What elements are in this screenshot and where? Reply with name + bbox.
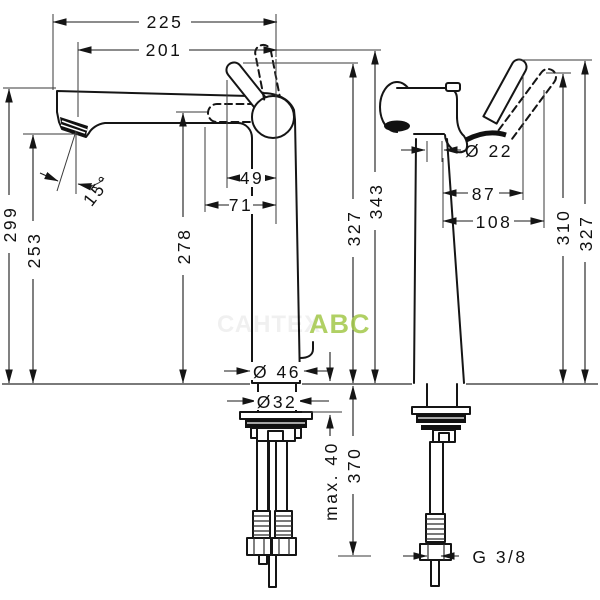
dim-shank-diameter: Ø32 [257, 392, 298, 412]
dim-max-counter-thickness: max. 40 [321, 441, 341, 521]
hose-braid-right [274, 510, 293, 539]
supply-hose-right [275, 440, 288, 512]
dim-front-total-height: 327 [576, 215, 596, 252]
supply-hose-left [256, 440, 269, 512]
dimension-labels: 225 201 49 71 Ø 46 Ø32 Ø 22 87 108 G 3/8… [0, 12, 596, 567]
dim-upper-height: 327 [344, 210, 364, 247]
dim-below-counter-length: 370 [344, 447, 364, 484]
label-backgrounds [1, 13, 593, 526]
watermark: САНТЕХ ABC [217, 309, 371, 339]
dim-thread-size: G 3/8 [472, 547, 527, 567]
handle-base-shadow [464, 130, 507, 143]
handle-joint [251, 95, 295, 139]
dim-base-diameter: Ø 46 [253, 362, 301, 382]
hose-braid [425, 513, 446, 543]
front-view-faucet [379, 58, 557, 384]
dim-body-height: 278 [174, 228, 194, 265]
drain-pull-rod [299, 341, 314, 359]
body-clip [445, 82, 461, 92]
hose-nut-right [271, 537, 297, 556]
hose-tail [430, 559, 440, 587]
handle-alt-position [497, 68, 557, 141]
handle-ghost-horizontal [207, 103, 256, 123]
dim-handle-height: 310 [553, 209, 573, 246]
supply-hose [429, 441, 444, 515]
watermark-green-text: ABC [309, 309, 371, 339]
watermark-gray-text: САНТЕХ [217, 311, 321, 338]
hose-nut [419, 543, 452, 561]
dim-spout-top-height: 299 [0, 206, 20, 243]
dim-total-width: 225 [147, 12, 184, 32]
hose-nut-left [246, 537, 272, 556]
dim-total-height: 343 [366, 183, 386, 220]
side-view-mounting-hardware [239, 383, 313, 588]
aerator [60, 117, 88, 136]
dim-outlet-angle: 15° [79, 171, 116, 210]
handle-escutcheon [444, 115, 469, 154]
dim-spout-reach: 201 [146, 40, 183, 60]
dim-handle-offset: 49 [240, 168, 264, 188]
hose-braid-left [252, 510, 271, 539]
dim-handle-length: 71 [229, 195, 253, 215]
handle-solid [225, 61, 269, 111]
dim-handle-projection: 87 [472, 184, 496, 204]
aerator-underside [384, 120, 410, 132]
dim-outlet-height: 253 [24, 232, 44, 269]
dim-handle-projection-max: 108 [476, 212, 513, 232]
handle-solid [482, 58, 528, 125]
dim-spout-diameter: Ø 22 [465, 141, 513, 161]
